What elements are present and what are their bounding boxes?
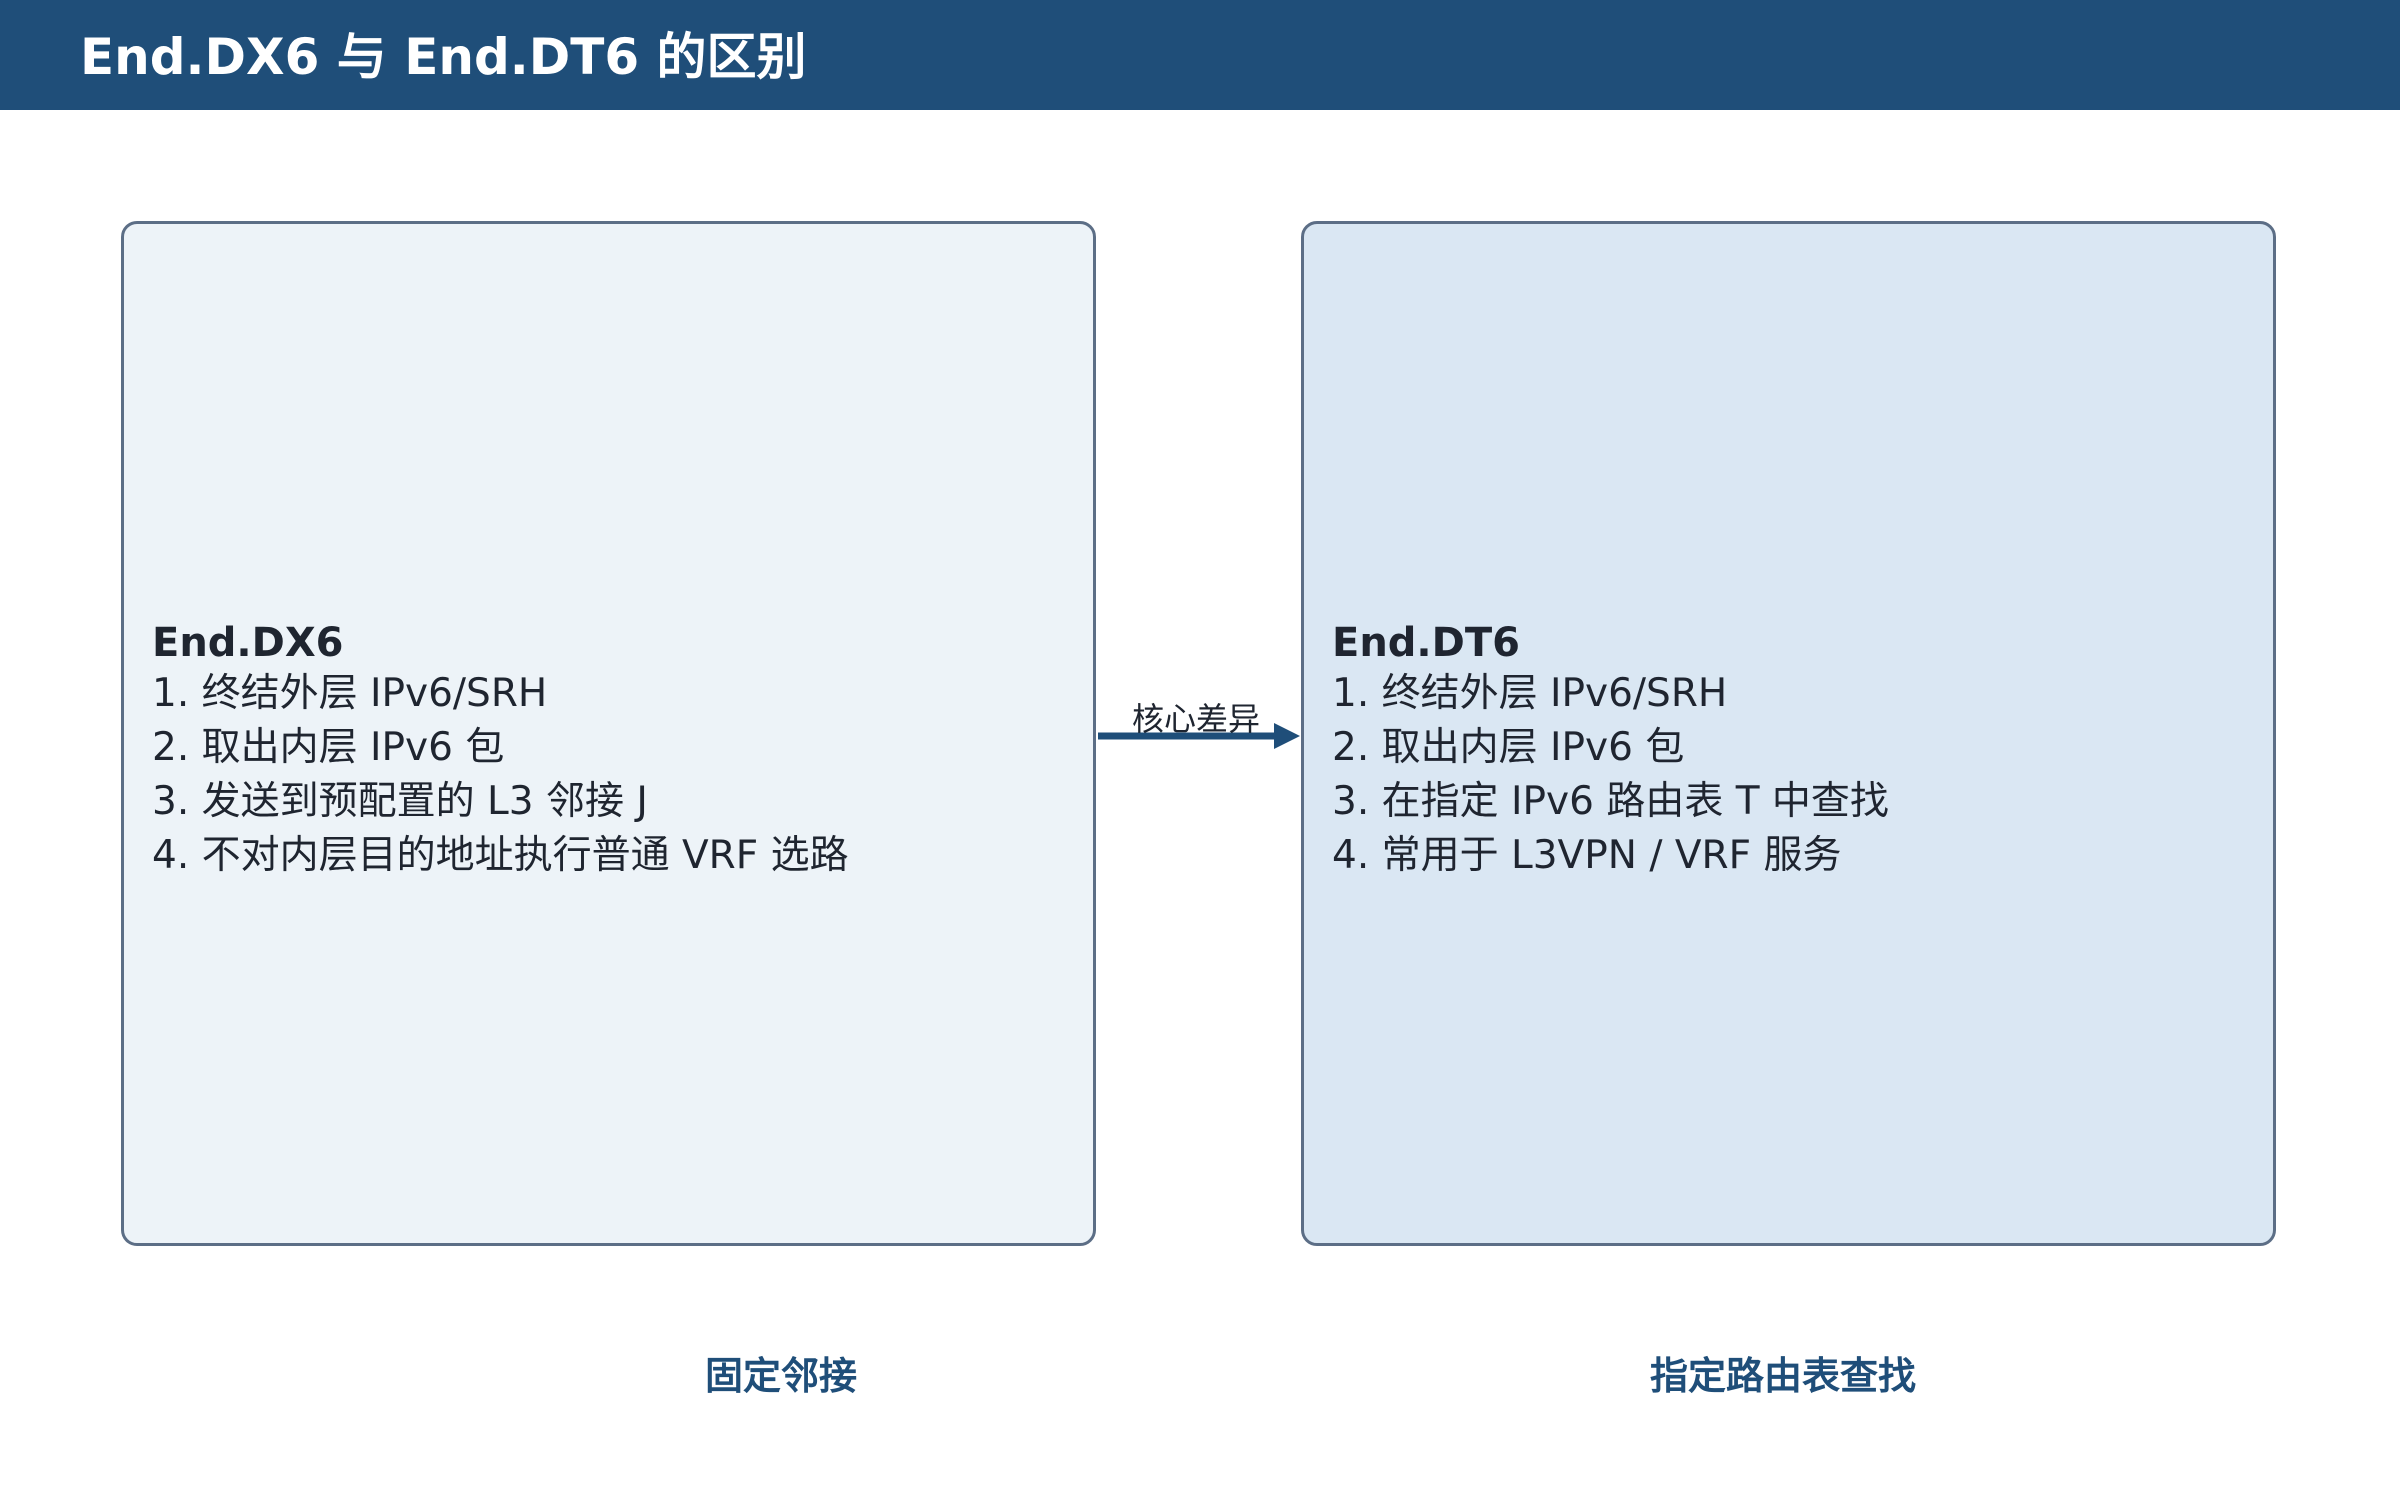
end-dx6-caption: 固定邻接 [704, 1354, 858, 1398]
end-dt6-content: End.DT6 1. 终结外层 IPv6/SRH 2. 取出内层 IPv6 包 … [1332, 619, 2253, 883]
end-dx6-step-2: 2. 取出内层 IPv6 包 [152, 725, 505, 770]
page-title: End.DX6 与 End.DT6 的区别 [80, 28, 807, 86]
end-dt6-step-3: 3. 在指定 IPv6 路由表 T 中查找 [1332, 779, 1889, 824]
connector-label: 核心差异 [1132, 700, 1261, 738]
end-dt6-title: End.DT6 [1332, 620, 1520, 666]
end-dt6-step-2: 2. 取出内层 IPv6 包 [1332, 725, 1685, 770]
end-dx6-step-4: 4. 不对内层目的地址执行普通 VRF 选路 [152, 833, 849, 878]
header-bar: End.DX6 与 End.DT6 的区别 [0, 0, 2400, 110]
end-dt6-caption: 指定路由表查找 [1649, 1354, 1917, 1398]
end-dt6-step-1: 1. 终结外层 IPv6/SRH [1332, 671, 1728, 716]
end-dx6-title: End.DX6 [152, 620, 344, 666]
arrowhead-icon [1274, 723, 1300, 749]
end-dx6-box: End.DX6 1. 终结外层 IPv6/SRH 2. 取出内层 IPv6 包 … [121, 221, 1096, 1246]
end-dt6-box: End.DT6 1. 终结外层 IPv6/SRH 2. 取出内层 IPv6 包 … [1301, 221, 2276, 1246]
end-dt6-step-4: 4. 常用于 L3VPN / VRF 服务 [1332, 833, 1842, 878]
end-dx6-step-3: 3. 发送到预配置的 L3 邻接 J [152, 779, 648, 824]
end-dx6-content: End.DX6 1. 终结外层 IPv6/SRH 2. 取出内层 IPv6 包 … [152, 619, 1073, 883]
end-dx6-step-1: 1. 终结外层 IPv6/SRH [152, 671, 548, 716]
